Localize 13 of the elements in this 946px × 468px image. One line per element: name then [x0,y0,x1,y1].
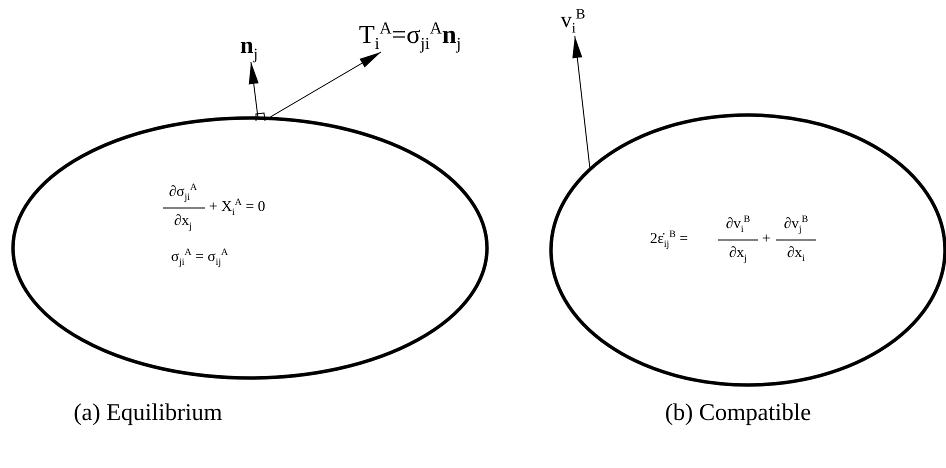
caption: (a) Equilibrium [74,400,222,427]
caption: (b) Compatible [665,400,811,427]
vector-label: T$_{i}$$^{A}$=σ$_{ji}$$^{A}$n$_{j}$ [350,18,470,52]
vector-label: n$_{j}$ [234,30,264,62]
equation-term: 2ε̇$_{ij}$$^{B}$ = [650,230,688,248]
equation-term: + [762,230,770,248]
equation-term: ∂x$_{j}$ [729,244,747,262]
equation-term: ∂x$_{j}$ [174,212,192,230]
arrow [572,36,590,170]
equation-term: ∂x$_{i}$ [787,244,805,262]
arrow [268,52,382,119]
equation-term: + X$_{i}$$^{A}$ = 0 [209,198,266,216]
arrow [248,62,259,119]
